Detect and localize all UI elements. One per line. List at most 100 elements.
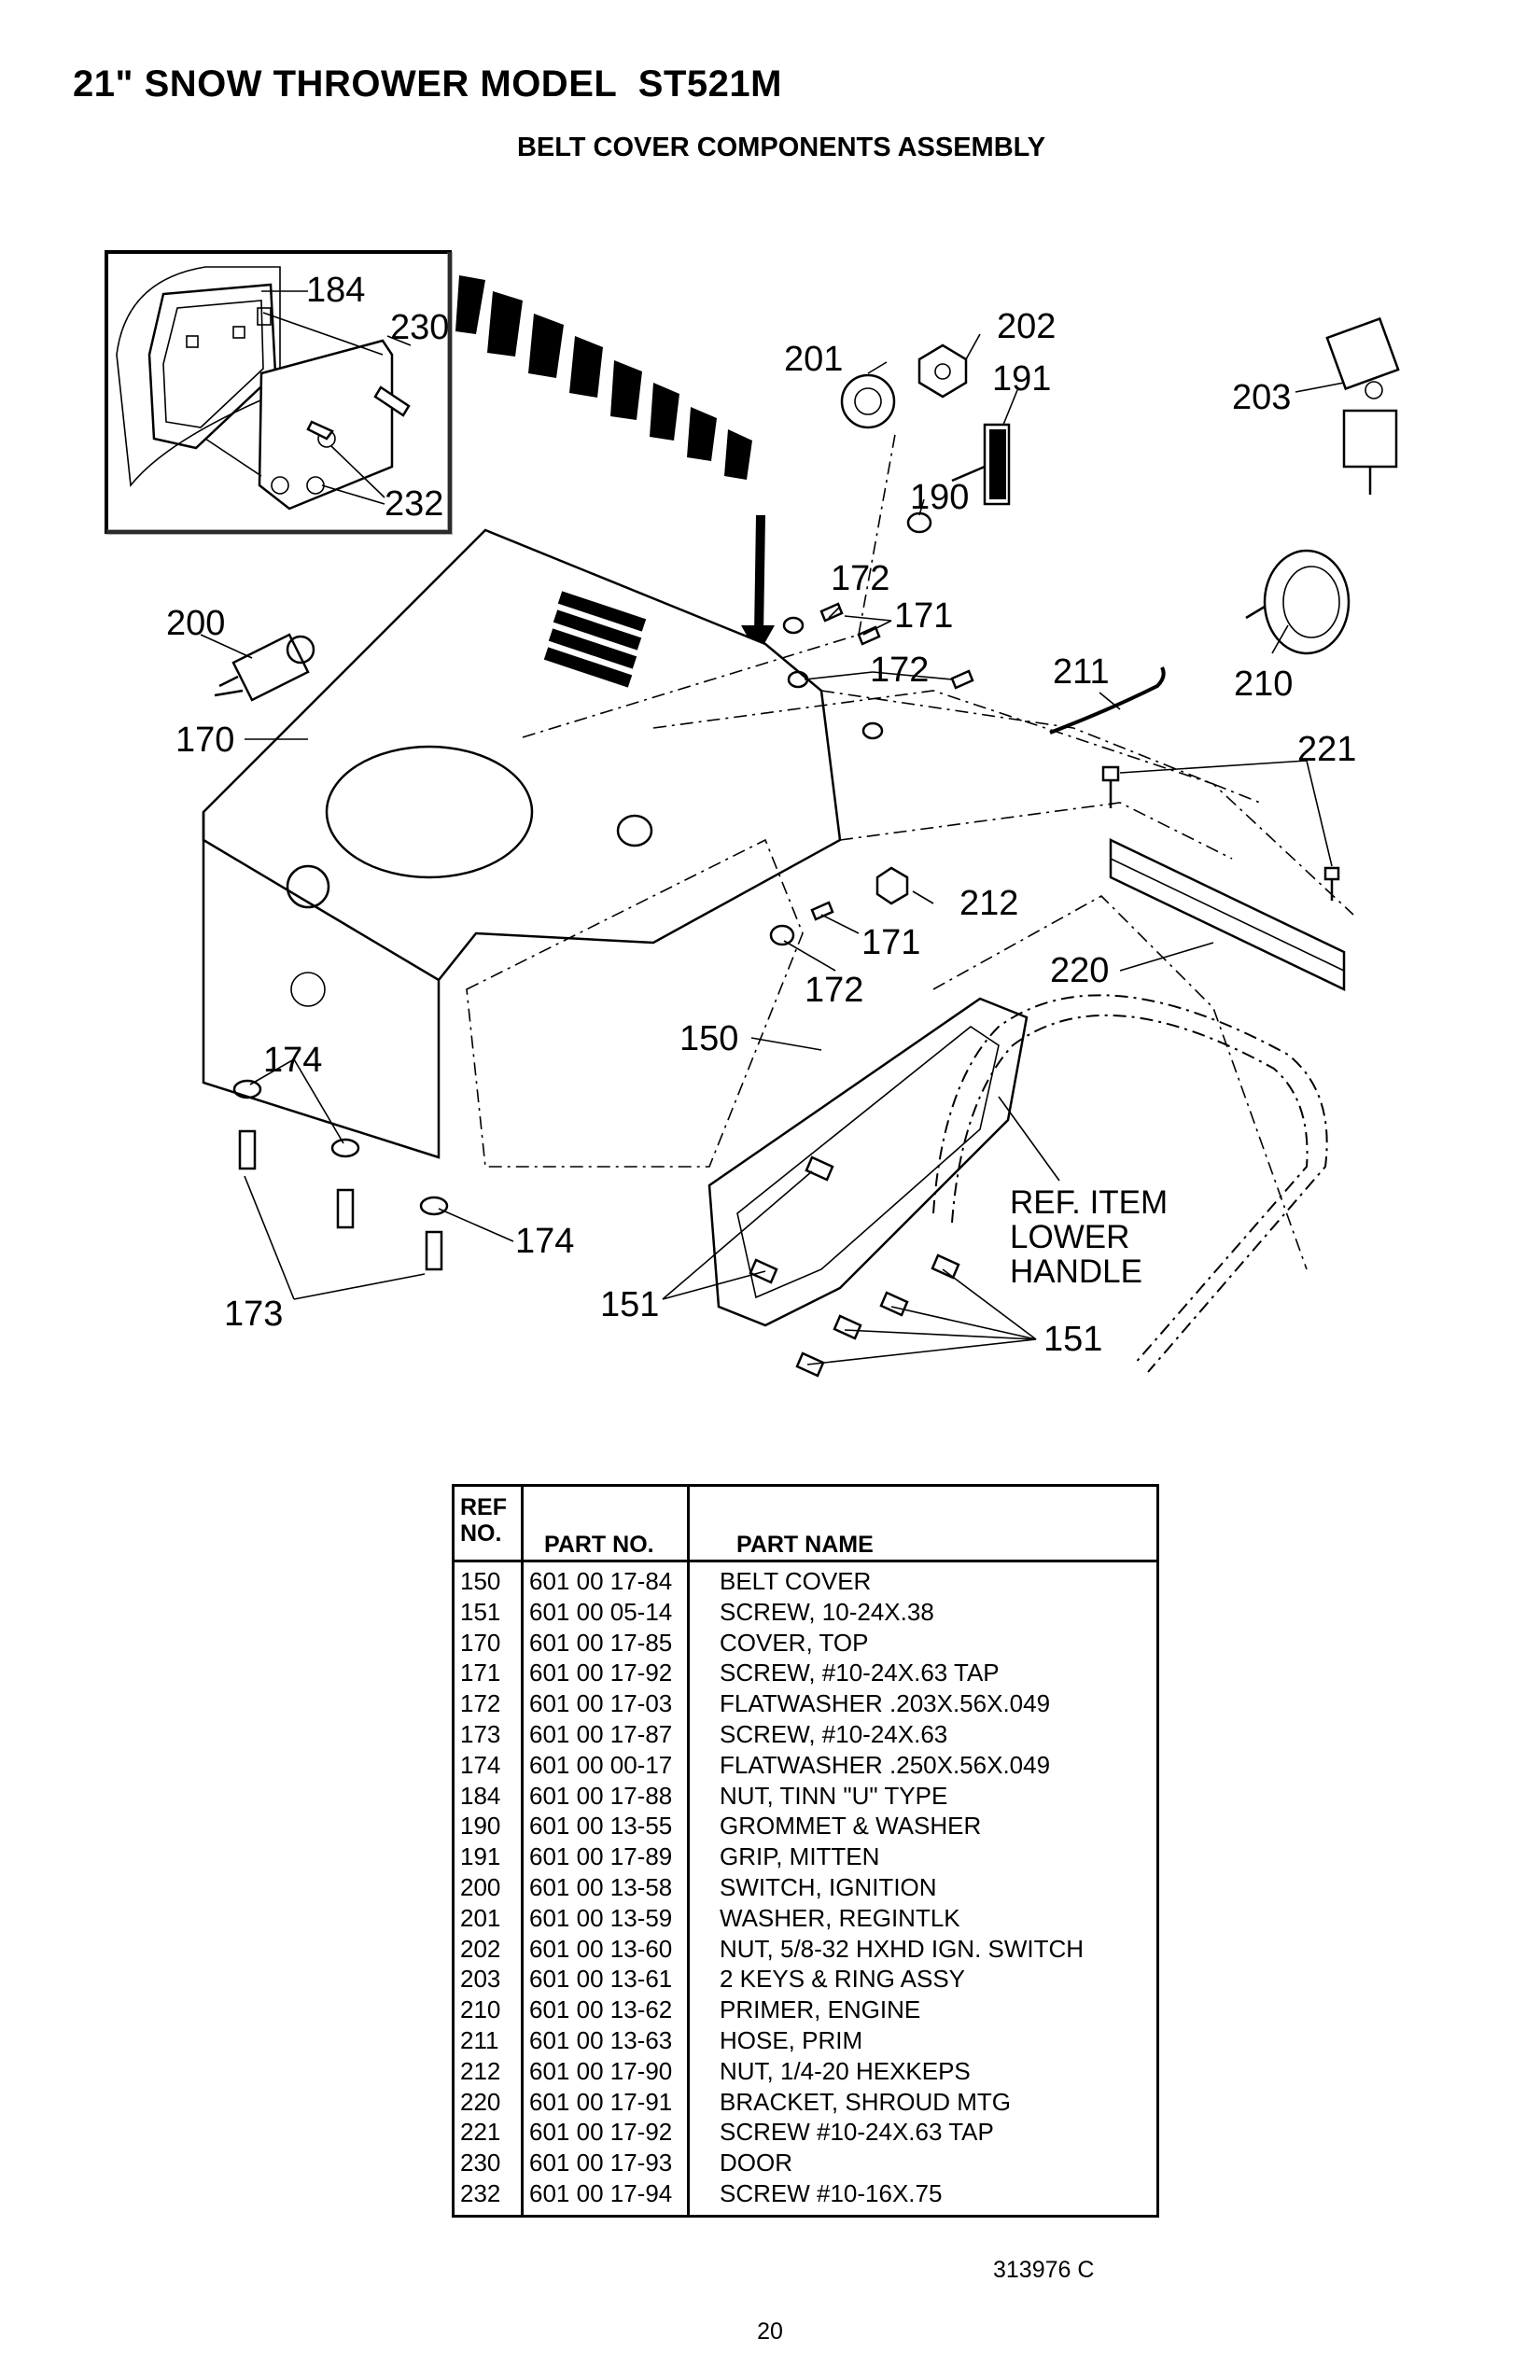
part-name-cell: NUT, 1/4-20 HEXKEPS [720,2056,971,2085]
part-no-cell: 601 00 13-63 [529,2025,673,2054]
frame-outline [466,428,1354,1270]
callout-211: 211 [1053,652,1110,692]
part-name-cell: 2 KEYS & RING ASSY [720,1965,965,1994]
page-subtitle: BELT COVER COMPONENTS ASSEMBLY [516,133,1046,162]
callout-220: 220 [1050,951,1109,990]
direction-arrow [455,275,775,655]
part-no-cell: 601 00 17-85 [529,1628,673,1657]
part-name-cell: WASHER, REGINTLK [720,1903,960,1932]
ref-cell: 210 [460,1995,501,2024]
ref-cell: 202 [460,1934,501,1963]
part-no-cell: 601 00 17-92 [529,1659,673,1687]
part-name-cell: SCREW, #10-24X.63 [720,1719,948,1748]
ref-note-line-1: REF. ITEM [1010,1184,1168,1221]
callout-184: 184 [306,271,365,310]
document-code: 313976 C [993,2257,1095,2283]
part-no-cell: 601 00 17-89 [529,1842,673,1871]
callout-232: 232 [385,484,443,524]
ref-cell: 150 [460,1567,501,1595]
part-no-cell: 601 00 17-93 [529,2149,673,2177]
part-no-cell: 601 00 13-58 [529,1872,673,1901]
callout-191: 191 [992,359,1051,399]
part-no-cell: 601 00 17-91 [529,2087,673,2116]
part-no-cell: 601 00 13-55 [529,1812,673,1841]
ref-cell: 170 [460,1628,501,1657]
callout-151-left: 151 [600,1285,659,1324]
parts-table-header: REF NO. PART NO. PART NAME [455,1487,1156,1562]
callout-212: 212 [959,884,1018,923]
part-no-cell: 601 00 13-59 [529,1903,673,1932]
leader-lines [200,290,1345,1365]
ref-cell: 173 [460,1719,501,1748]
header-part-no: PART NO. [524,1487,690,1560]
callout-171-top: 171 [894,596,953,636]
callout-221: 221 [1297,730,1356,769]
callout-151-right: 151 [1043,1320,1102,1359]
callout-173: 173 [224,1295,283,1334]
callout-174-right: 174 [515,1222,574,1261]
callout-202: 202 [997,307,1056,346]
part-name-cell: FLATWASHER .203X.56X.049 [720,1689,1051,1718]
ref-cell: 201 [460,1903,501,1932]
ref-cell: 174 [460,1750,501,1779]
part-no-cell: 601 00 17-90 [529,2056,673,2085]
ref-cell: 200 [460,1872,501,1901]
part-no-cell: 601 00 17-88 [529,1781,673,1810]
hardware-parts [214,316,1400,1378]
part-name-cell: BRACKET, SHROUD MTG [720,2087,1012,2116]
callout-170: 170 [175,721,234,760]
callout-201: 201 [784,340,843,379]
part-name-cell: COVER, TOP [720,1628,869,1657]
part-name-cell: SCREW, #10-24X.63 TAP [720,1659,1000,1687]
inset-detail [105,250,453,535]
part-name-cell: DOOR [720,2149,792,2177]
callout-190: 190 [910,478,969,517]
callout-172-top: 172 [831,559,889,598]
callout-150: 150 [679,1019,738,1058]
ref-cell: 171 [460,1659,501,1687]
part-no-cell: 601 00 17-87 [529,1719,673,1748]
page-number: 20 [757,2318,783,2345]
part-no-cell: 601 00 13-60 [529,1934,673,1963]
ref-cell: 211 [460,2025,499,2054]
callout-230: 230 [390,308,449,347]
ref-cell: 190 [460,1812,501,1841]
part-no-cell: 601 00 17-84 [529,1567,673,1595]
ref-cell: 151 [460,1597,501,1626]
callout-172-bottom: 172 [805,971,863,1010]
ref-cell: 184 [460,1781,501,1810]
part-name-cell: SWITCH, IGNITION [720,1872,937,1901]
ref-cell: 212 [460,2056,501,2085]
part-name-cell: GRIP, MITTEN [720,1842,880,1871]
part-name-cell: SCREW, 10-24X.38 [720,1597,934,1626]
part-no-cell: 601 00 17-03 [529,1689,673,1718]
callout-labels: 184 230 232 201 202 191 203 190 172 171 … [166,271,1356,1359]
part-no-cell: 601 00 17-92 [529,2118,673,2147]
ref-note-line-3: HANDLE [1010,1253,1142,1290]
callout-203: 203 [1232,378,1291,417]
callout-174-left: 174 [263,1041,322,1080]
ref-note-line-2: LOWER [1010,1219,1129,1255]
part-name-cell: PRIMER, ENGINE [720,1995,921,2024]
part-name-cell: FLATWASHER .250X.56X.049 [720,1750,1051,1779]
top-cover-170 [202,528,842,1159]
ref-cell: 221 [460,2118,501,2147]
ref-cell: 191 [460,1842,501,1871]
lower-handle [932,994,1328,1373]
callout-200: 200 [166,604,225,643]
ref-cell: 232 [460,2178,501,2207]
page-title: 21" SNOW THROWER MODEL ST521M [73,63,782,105]
part-name-cell: BELT COVER [720,1567,872,1595]
callout-210: 210 [1234,665,1293,704]
part-name-cell: SCREW #10-24X.63 TAP [720,2118,994,2147]
part-no-cell: 601 00 13-62 [529,1995,673,2024]
part-name-cell: SCREW #10-16X.75 [720,2178,943,2207]
header-ref-no: REF NO. [455,1487,524,1560]
header-part-name: PART NAME [736,1532,874,1558]
bracket-220 [1109,838,1346,991]
callout-172-mid: 172 [870,651,929,690]
